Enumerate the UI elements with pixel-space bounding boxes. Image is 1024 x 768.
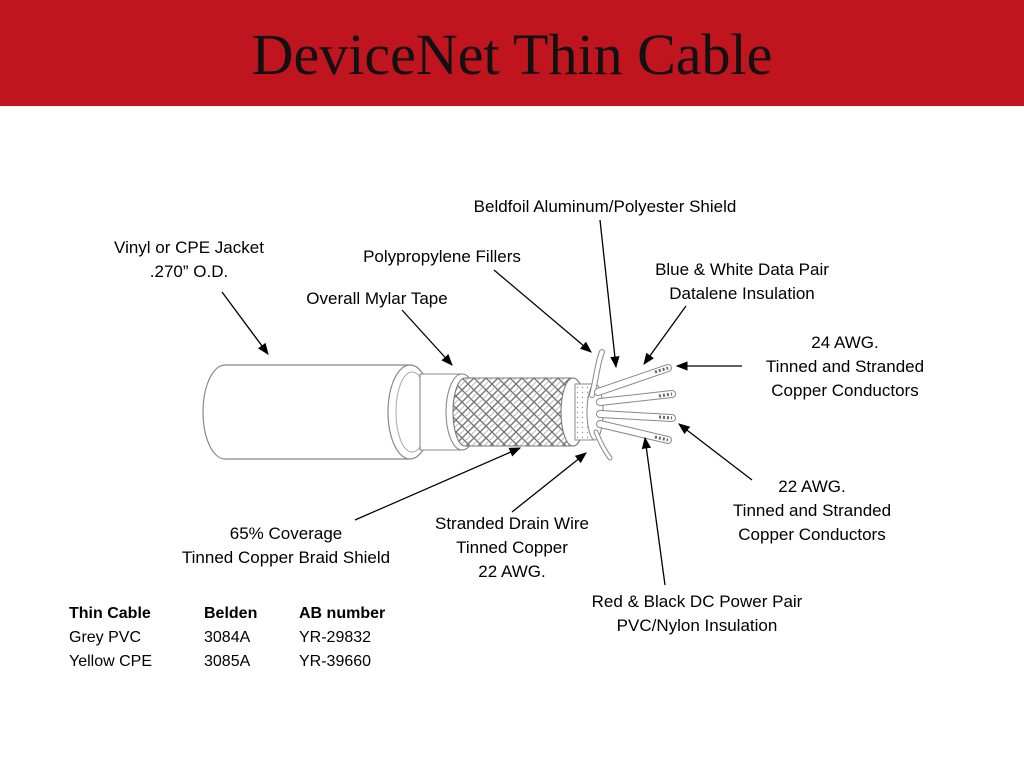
table-cell: Yellow CPE bbox=[69, 653, 153, 670]
label-beldfoil: Beldfoil Aluminum/Polyester Shield bbox=[473, 197, 737, 216]
title-bar: DeviceNet Thin Cable bbox=[0, 0, 1024, 106]
label-mylar: Overall Mylar Tape bbox=[306, 289, 448, 308]
table-header: Belden bbox=[204, 605, 258, 622]
table-header-row: Thin Cable Belden AB number bbox=[69, 602, 409, 626]
table-header: AB number bbox=[299, 605, 386, 622]
arrow-power-pair bbox=[641, 436, 666, 586]
table-cell: YR-39660 bbox=[299, 653, 372, 670]
arrow-awg22 bbox=[678, 423, 753, 481]
cable-spec-table: Thin Cable Belden AB number Grey PVC 308… bbox=[69, 602, 409, 674]
label-jacket: Vinyl or CPE Jacket.270” O.D. bbox=[114, 238, 264, 281]
arrow-mylar bbox=[401, 309, 453, 366]
table-cell: 3085A bbox=[204, 653, 251, 670]
label-fillers: Polypropylene Fillers bbox=[363, 247, 521, 266]
braid-shield-shape bbox=[452, 377, 586, 447]
table-row: Yellow CPE 3085A YR-39660 bbox=[69, 650, 409, 674]
table-cell: YR-29832 bbox=[299, 629, 372, 646]
conductors bbox=[593, 364, 676, 461]
arrow-data-pair bbox=[643, 305, 687, 365]
leader-arrows bbox=[221, 219, 753, 586]
arrow-jacket bbox=[221, 291, 269, 355]
arrow-drain bbox=[511, 452, 587, 513]
table-cell: Grey PVC bbox=[69, 629, 142, 646]
table-cell: 3084A bbox=[204, 629, 251, 646]
arrow-beldfoil bbox=[599, 219, 620, 369]
table-row: Grey PVC 3084A YR-29832 bbox=[69, 626, 409, 650]
page-title: DeviceNet Thin Cable bbox=[251, 22, 773, 87]
jacket-shape bbox=[202, 364, 433, 460]
table-header: Thin Cable bbox=[69, 605, 151, 622]
arrow-braid bbox=[354, 447, 522, 521]
arrow-fillers bbox=[493, 269, 592, 353]
